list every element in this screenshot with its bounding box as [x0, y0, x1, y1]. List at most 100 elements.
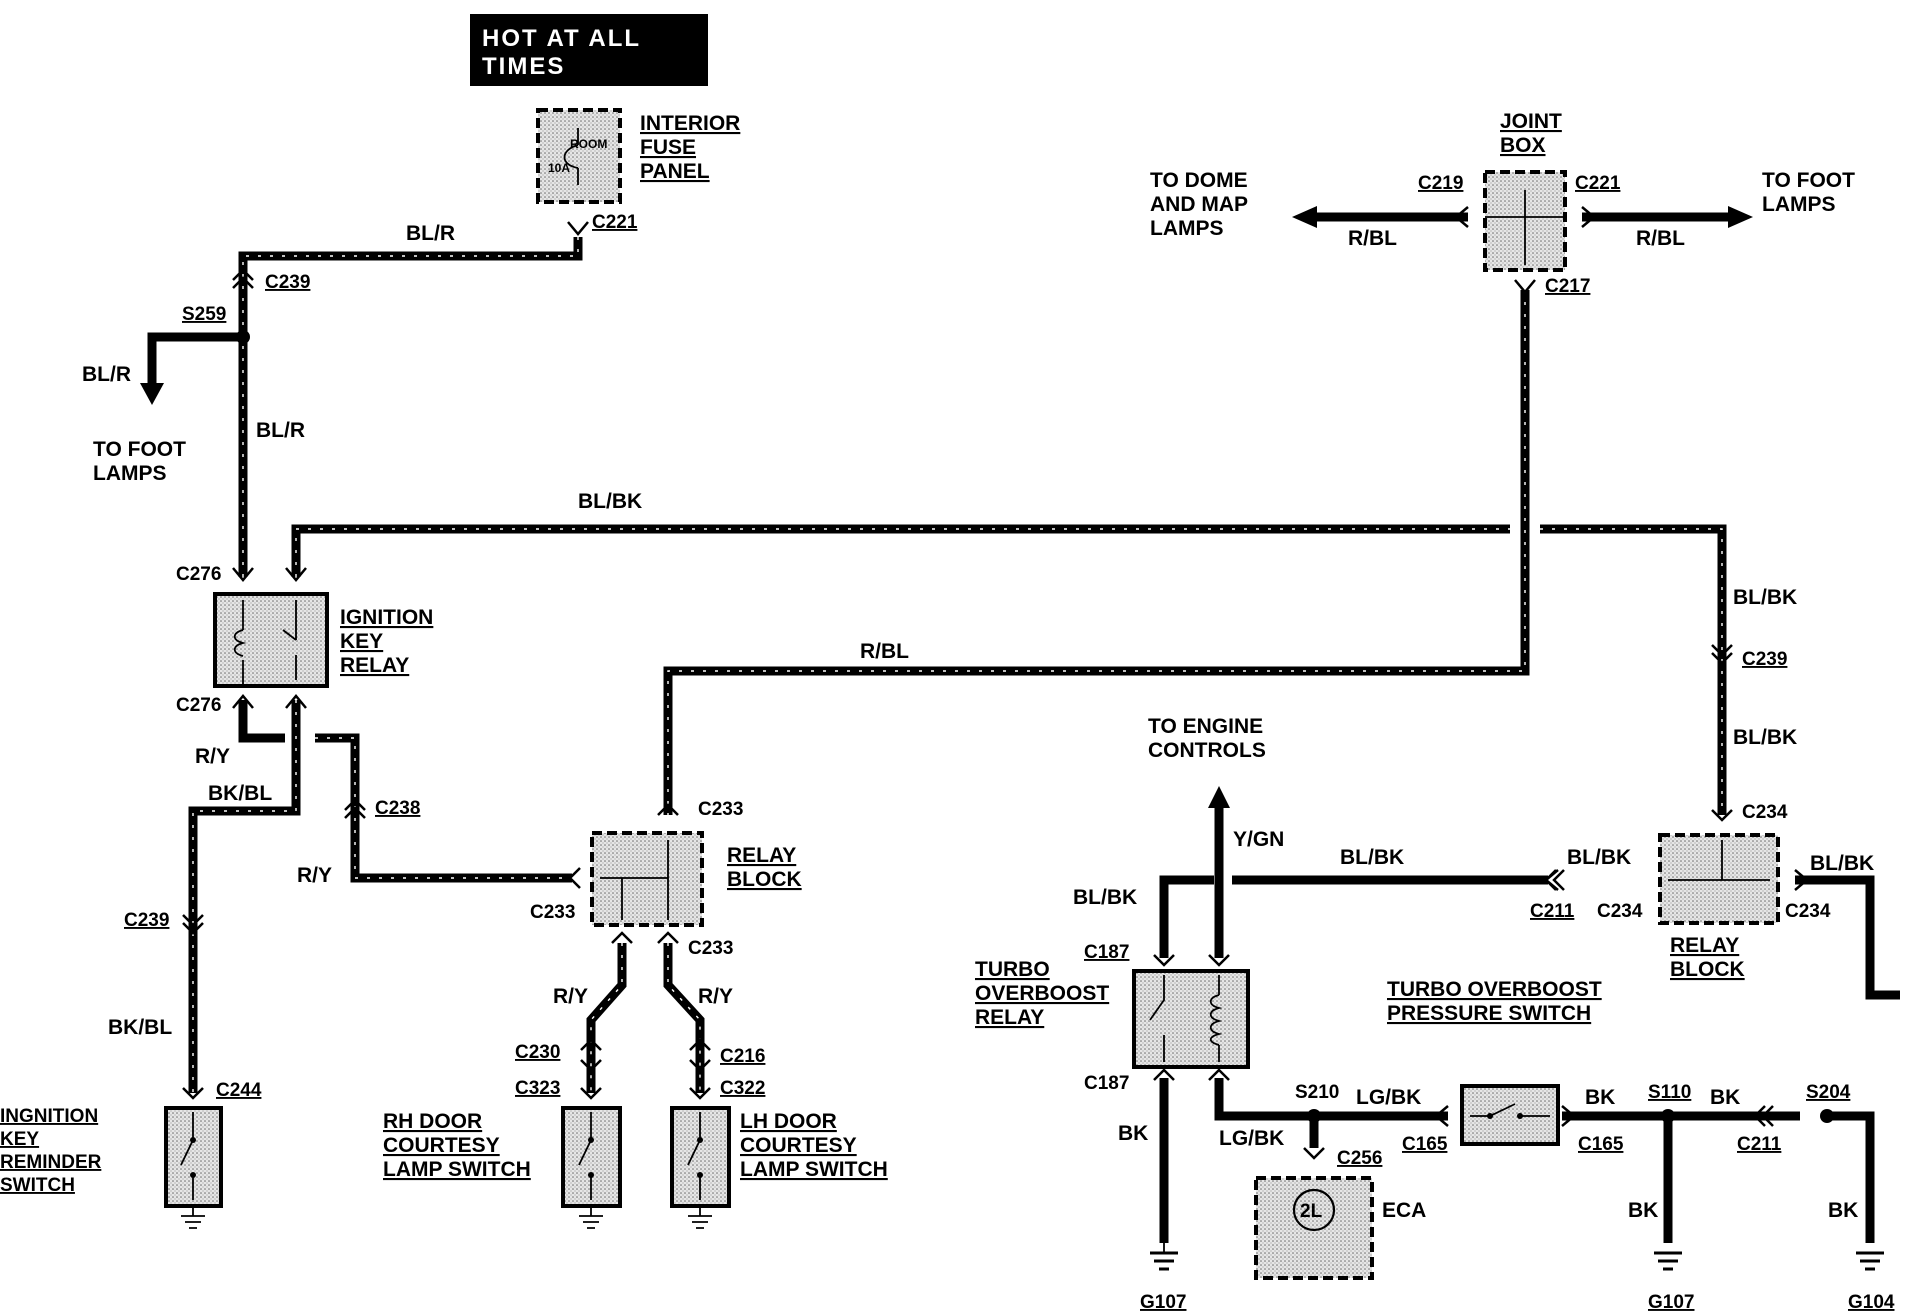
eca-module	[1254, 1176, 1374, 1280]
label-c276-bottom: C276	[176, 695, 221, 716]
arrow-left-icon	[1292, 206, 1317, 228]
to-engine-controls-2: CONTROLS	[1148, 739, 1266, 762]
turbo-relay-label-2: OVERBOOST	[975, 982, 1109, 1005]
wire-label: LG/BK	[1356, 1086, 1421, 1109]
relay-block-right	[1658, 833, 1780, 925]
label-c256: C256	[1337, 1148, 1382, 1169]
wire-label: BK/BL	[208, 782, 272, 805]
wire-label: BL/BK	[1733, 726, 1797, 749]
eca-label: ECA	[1382, 1199, 1426, 1222]
wire-label: BL/BK	[1810, 852, 1874, 875]
rh-door-label-3: LAMP SWITCH	[383, 1158, 531, 1181]
ignition-key-relay	[213, 592, 329, 688]
wire-label: Y/GN	[1233, 828, 1284, 851]
fuse-circuit-label: ROOM	[570, 137, 607, 151]
wire-label: R/Y	[553, 985, 588, 1008]
turbo-relay-label-3: RELAY	[975, 1006, 1044, 1029]
label-c211-lower: C211	[1737, 1134, 1782, 1155]
wire-bl-bk-out	[1795, 875, 1900, 1000]
turbo-overboost-pressure-switch	[1460, 1084, 1560, 1146]
label-c217: C217	[1545, 276, 1590, 297]
label-c239-right: C239	[1742, 649, 1787, 670]
wire-label: LG/BK	[1219, 1127, 1284, 1150]
label-c238: C238	[375, 798, 420, 819]
banner-line-1: HOT AT ALL	[482, 25, 641, 52]
label-c234-right: C234	[1785, 901, 1831, 922]
relay-coil-icon	[242, 600, 297, 685]
lh-door-label-1: LH DOOR	[740, 1110, 837, 1133]
fuse-panel-label-1: INTERIOR	[640, 112, 740, 135]
wire-labels: BL/R BL/R BL/R BL/BK R/BL R/BL R/BL R/Y …	[82, 222, 1874, 1222]
fuse-panel-label-3: PANEL	[640, 160, 710, 183]
reminder-switch-label-2: KEY	[0, 1129, 39, 1150]
wire-bl-r-foot	[147, 332, 243, 385]
wire-bk-bl	[188, 700, 301, 1093]
wire-r-y-rh	[586, 943, 627, 1093]
lh-door-label-2: COURTESY	[740, 1134, 857, 1157]
label-c323: C323	[515, 1078, 560, 1099]
wire-label: BL/BK	[1340, 846, 1404, 869]
wire-label: BL/BK	[578, 490, 642, 513]
relay-block-left-label-2: BLOCK	[727, 868, 802, 891]
relay-block-left-label-1: RELAY	[727, 844, 796, 867]
label-c165-left: C165	[1402, 1134, 1448, 1155]
wire-bl-bk-top-left	[291, 524, 1510, 577]
wire-label: R/Y	[195, 745, 230, 768]
label-g107-left: G107	[1140, 1292, 1186, 1312]
to-foot-lamps-right-2: LAMPS	[1762, 193, 1836, 216]
turbo-overboost-relay	[1132, 969, 1250, 1069]
wire-label: BL/R	[82, 363, 131, 386]
wire-label: BL/R	[406, 222, 455, 245]
label-c230: C230	[515, 1042, 560, 1063]
ground-icon	[1654, 1251, 1682, 1271]
relay-block-right-label-1: RELAY	[1670, 934, 1739, 957]
eca-pin-label: 2L	[1300, 1201, 1323, 1222]
label-c239: C239	[265, 272, 310, 293]
label-c211-upper: C211	[1530, 901, 1575, 922]
label-c322: C322	[720, 1078, 765, 1099]
label-g104: G104	[1848, 1292, 1895, 1312]
to-engine-controls-1: TO ENGINE	[1148, 715, 1263, 738]
wire-label: R/BL	[1636, 227, 1685, 250]
reminder-switch-label-4: SWITCH	[0, 1175, 75, 1196]
label-c233-bottom: C233	[688, 938, 733, 959]
label-s210: S210	[1295, 1082, 1339, 1103]
arrow-heads	[140, 206, 1753, 808]
label-c276-top: C276	[176, 564, 221, 585]
wire-r-bl-main	[663, 290, 1530, 815]
label-c219: C219	[1418, 173, 1463, 194]
rh-door-label-1: RH DOOR	[383, 1110, 482, 1133]
joint-box-label-1: JOINT	[1500, 110, 1562, 133]
hot-at-all-times-banner	[470, 14, 708, 86]
fuse-rating-label: 10A	[548, 161, 570, 175]
wire-bk-g104	[1827, 1111, 1875, 1243]
label-s204: S204	[1806, 1082, 1851, 1103]
wire-label: BK	[1628, 1199, 1658, 1222]
label-c244: C244	[216, 1080, 262, 1101]
wire-label: BK	[1118, 1122, 1148, 1145]
wire-bl-bk-top-right	[1540, 524, 1727, 815]
to-dome-1: TO DOME	[1150, 169, 1248, 192]
to-dome-3: LAMPS	[1150, 217, 1224, 240]
wire-label: BK	[1828, 1199, 1858, 1222]
arrow-down-icon	[140, 383, 164, 405]
label-s259: S259	[182, 304, 226, 325]
banner-line-2: TIMES	[482, 53, 565, 80]
label-c239-left: C239	[124, 910, 169, 931]
wire-bl-bk-turbo	[1159, 875, 1214, 958]
label-g107-right: G107	[1648, 1292, 1694, 1312]
joint-box-label-2: BOX	[1500, 134, 1546, 157]
relay-block-left	[590, 831, 704, 927]
label-c233-left: C233	[530, 902, 575, 923]
wire-label: R/BL	[860, 640, 909, 663]
ignition-relay-label-1: IGNITION	[340, 606, 433, 629]
wire-label: BK	[1710, 1086, 1740, 1109]
wire-label: R/Y	[698, 985, 733, 1008]
label-c187-top: C187	[1084, 942, 1129, 963]
wire-r-y-relay	[238, 700, 285, 743]
wire-label: BK	[1585, 1086, 1615, 1109]
pressure-switch-label-1: TURBO OVERBOOST	[1387, 978, 1602, 1001]
wire-label: R/BL	[1348, 227, 1397, 250]
wire-label: BK/BL	[108, 1016, 172, 1039]
